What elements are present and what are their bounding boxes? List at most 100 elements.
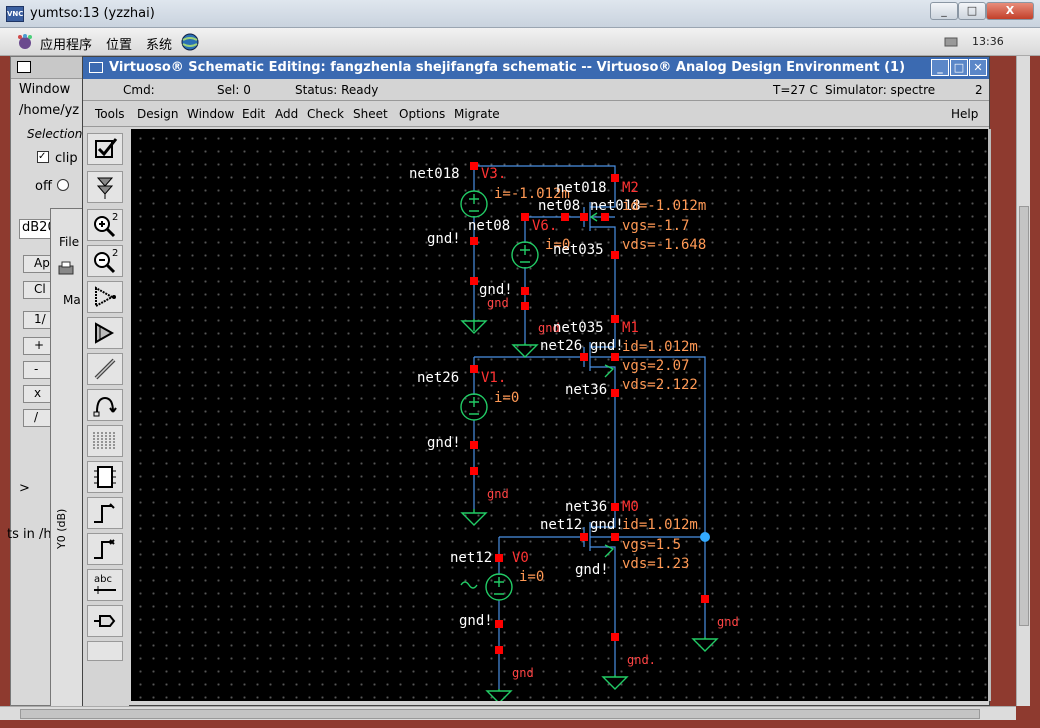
browser-globe-icon[interactable] — [180, 32, 200, 52]
vnc-vertical-scrollbar[interactable] — [1016, 56, 1030, 706]
M0-drain-label: net36 — [565, 499, 607, 515]
menu-check[interactable]: Check — [307, 107, 344, 121]
vnc-minimize-button[interactable]: _ — [930, 2, 958, 20]
V0-gnd-small: gnd — [512, 666, 534, 680]
check-save-icon[interactable] — [87, 133, 123, 165]
ciw-prompt: > — [19, 481, 30, 496]
ciw-path: /home/yz — [19, 103, 79, 118]
vnc-app-icon: VNC — [6, 6, 24, 22]
instance-icon[interactable] — [87, 461, 123, 493]
V6-name[interactable]: V6. — [532, 218, 557, 234]
V1-gnd-small: gnd — [487, 487, 509, 501]
V6-net-label: net08 — [468, 218, 510, 234]
canvas-scroll-edge — [988, 129, 991, 701]
virtuoso-titlebar: Virtuoso® Schematic Editing: fangzhenla … — [83, 57, 989, 79]
svg-text:2: 2 — [112, 248, 118, 259]
M0-gnd-small: gnd. — [627, 653, 656, 667]
menu-design[interactable]: Design — [137, 107, 178, 121]
plot-file-menu[interactable]: File — [59, 235, 79, 249]
menu-window[interactable]: Window — [187, 107, 234, 121]
M1-vgs: vgs=2.07 — [622, 358, 689, 374]
M0-id: id=1.012m — [622, 517, 698, 533]
ciw-status-text: ts in /h — [7, 527, 52, 542]
M2-name[interactable]: M2 — [622, 180, 639, 196]
panel-menu-applications[interactable]: 应用程序 — [40, 34, 92, 53]
ciw-selection-label: Selection — [27, 127, 82, 141]
label-icon[interactable]: abc — [87, 569, 123, 601]
pin-icon[interactable] — [87, 497, 123, 529]
V0-gnd-label: gnd! — [459, 613, 493, 629]
menu-add[interactable]: Add — [275, 107, 298, 121]
menu-options[interactable]: Options — [399, 107, 445, 121]
vnc-horizontal-scroll-thumb[interactable] — [20, 709, 980, 719]
V0-net-label: net12 — [450, 550, 492, 566]
wire-icon[interactable] — [87, 353, 123, 385]
V0-name[interactable]: V0 — [512, 550, 529, 566]
M2-source-label: net035 — [553, 242, 604, 258]
V1-name[interactable]: V1. — [481, 370, 506, 386]
panel-menu-system[interactable]: 系统 — [146, 34, 172, 53]
descend-icon[interactable] — [87, 171, 123, 203]
menu-tools[interactable]: Tools — [95, 107, 125, 121]
V3-name[interactable]: V3. — [481, 166, 506, 182]
vnc-close-button[interactable]: X — [986, 2, 1034, 20]
vnc-vertical-scroll-thumb[interactable] — [1019, 206, 1029, 626]
off-label: off — [35, 179, 52, 194]
printer-icon[interactable] — [57, 261, 75, 277]
wire-narrow-icon[interactable] — [87, 389, 123, 421]
V1-current: i=0 — [494, 390, 519, 406]
vnc-maximize-button[interactable]: □ — [958, 2, 986, 20]
status-simulator: Simulator: spectre — [825, 83, 935, 97]
junction-dot — [700, 532, 710, 542]
virtuoso-minimize-button[interactable]: _ — [931, 59, 949, 76]
virtuoso-schematic-window: Virtuoso® Schematic Editing: fangzhenla … — [82, 56, 990, 706]
zoom-in-icon[interactable]: 2 — [87, 209, 123, 241]
V3-net-label: net018 — [409, 166, 460, 182]
pin-net-icon[interactable] — [87, 533, 123, 565]
M1-name[interactable]: M1 — [622, 320, 639, 336]
zoom-out-icon[interactable]: 2 — [87, 245, 123, 277]
M1-source-label: net36 — [565, 382, 607, 398]
vnc-horizontal-scrollbar[interactable] — [0, 706, 1016, 720]
V1-gnd-label: gnd! — [427, 435, 461, 451]
menu-sheet[interactable]: Sheet — [353, 107, 388, 121]
M0-name[interactable]: M0 — [622, 499, 639, 515]
stretch-icon[interactable] — [87, 281, 123, 313]
status-sel: Sel: 0 — [217, 83, 251, 97]
M0-vds: vds=1.23 — [622, 556, 689, 572]
clip-label: clip — [55, 151, 78, 166]
M0-bulk-label: gnd! — [590, 517, 624, 533]
ciw-menu-window[interactable]: Window — [19, 82, 70, 97]
schematic-canvas[interactable]: net018 V3. i=-1.012m gnd! net08 V6. i=0 … — [131, 129, 988, 701]
virtuoso-maximize-button[interactable]: □ — [950, 59, 968, 76]
M0-vgs: vgs=1.5 — [622, 537, 681, 553]
clip-checkbox[interactable]: ✓ — [37, 151, 49, 163]
network-icon — [944, 36, 958, 48]
M1-id: id=1.012m — [622, 339, 698, 355]
panel-clock: 13:36 — [972, 35, 1004, 48]
V1-net-label: net26 — [417, 370, 459, 386]
virtuoso-menubar: Tools Design Window Edit Add Check Sheet… — [83, 103, 989, 127]
gnome-foot-icon[interactable] — [16, 34, 34, 50]
menu-migrate[interactable]: Migrate — [454, 107, 500, 121]
menu-help[interactable]: Help — [951, 107, 978, 121]
panel-menu-places[interactable]: 位置 — [106, 34, 132, 53]
window-menu-icon[interactable] — [89, 62, 103, 73]
window-menu-icon[interactable] — [17, 61, 31, 73]
V3-gnd-label: gnd! — [427, 231, 461, 247]
virtuoso-close-button[interactable]: ✕ — [969, 59, 987, 76]
right-gnd-label: gnd — [717, 615, 739, 629]
M2-gate-label: net08 — [538, 198, 580, 214]
M0-gate-label: net12 — [540, 517, 582, 533]
gnome-top-panel: 应用程序 位置 系统 13:36 — [0, 28, 1040, 56]
more-tools-icon[interactable] — [87, 641, 123, 661]
bus-icon[interactable] — [87, 425, 123, 457]
menu-edit[interactable]: Edit — [242, 107, 265, 121]
off-radio[interactable] — [57, 179, 69, 191]
M2-vds: vds=-1.648 — [622, 237, 706, 253]
plot-tab[interactable]: Ma — [63, 293, 81, 307]
copy-icon[interactable] — [87, 317, 123, 349]
property-icon[interactable] — [87, 605, 123, 637]
svg-text:2: 2 — [112, 212, 118, 223]
virtuoso-status-bar: Cmd: Sel: 0 Status: Ready T=27 C Simulat… — [83, 79, 989, 101]
